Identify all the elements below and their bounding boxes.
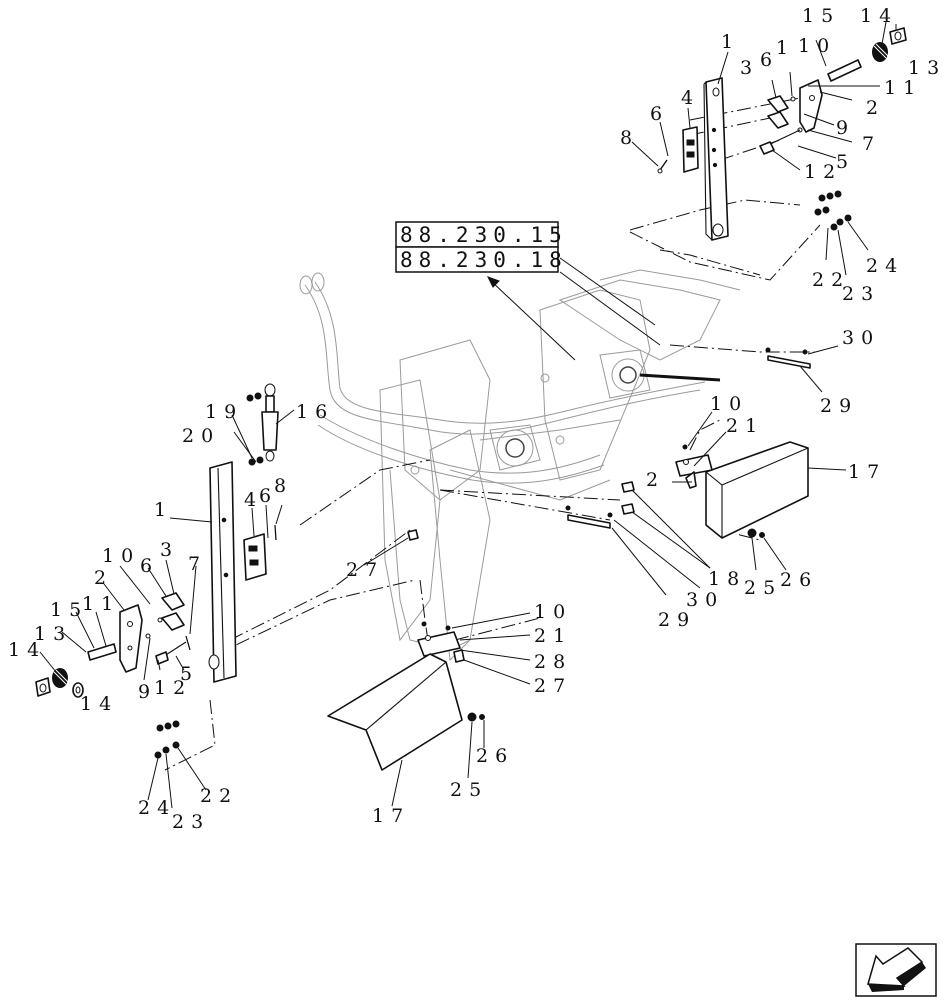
callout-4-left: 4: [244, 489, 263, 511]
rod-29-right: [767, 355, 811, 369]
reference-text-2: 88.230.18: [400, 248, 568, 272]
callout-6b-left: 6: [140, 555, 159, 577]
callout-30-right: 30: [842, 327, 880, 349]
callout-25-bottom: 25: [450, 779, 488, 801]
callout-13-left: 13: [34, 623, 72, 645]
callout-22-left: 22: [200, 785, 238, 807]
callout-27-center: 27: [346, 559, 384, 581]
callout-3-left: 3: [160, 539, 179, 561]
callout-6: 6: [760, 49, 779, 71]
callout-22: 22: [812, 269, 850, 291]
callout-17-right: 17: [848, 461, 886, 483]
callout-15: 15: [802, 5, 840, 27]
callout-7-left: 7: [188, 553, 207, 575]
callout-4: 4: [681, 87, 700, 109]
callout-3: 3: [740, 57, 759, 79]
right-cover-assembly: [621, 347, 811, 539]
callout-20: 20: [182, 425, 220, 447]
callout-28-bottom: 28: [534, 651, 572, 673]
callout-26-bottom: 26: [476, 745, 514, 767]
callout-27-bottom: 27: [534, 675, 572, 697]
callout-14: 14: [860, 5, 898, 27]
callout-26-right: 26: [780, 569, 818, 591]
callout-5-left: 5: [180, 663, 199, 685]
center-rod-assembly: [407, 505, 613, 541]
callout-17-bottom: 17: [372, 805, 410, 827]
callout-10-left: 10: [102, 545, 140, 567]
cover-17-right: [705, 441, 809, 539]
cover-17-bottom: [327, 653, 463, 771]
callout-14b-left: 14: [80, 693, 118, 715]
reference-arrowhead: [486, 276, 500, 288]
callout-7: 7: [862, 133, 881, 155]
reference-box-group: 88.230.15 88.230.18: [395, 221, 661, 361]
callout-5: 5: [836, 151, 855, 173]
plate-4-top: [682, 126, 699, 173]
callout-11-left: 11: [82, 593, 120, 615]
callout-23: 23: [842, 283, 880, 305]
callout-19: 19: [205, 401, 243, 423]
callout-6b: 6: [650, 103, 669, 125]
background-frame-assembly: [299, 269, 741, 662]
spring-13-top: [872, 42, 889, 62]
reference-box-1[interactable]: [395, 221, 559, 248]
callout-24: 24: [866, 255, 904, 277]
callout-10: 10: [798, 35, 836, 57]
latch-2-top: [799, 79, 823, 133]
gas-strut-16: [246, 383, 279, 466]
callout-2: 2: [866, 97, 885, 119]
latch-2-left: [119, 604, 143, 673]
callout-1-alt: 1: [776, 37, 795, 59]
callout-15-left: 15: [50, 599, 88, 621]
callout-29-right: 29: [820, 395, 858, 417]
callout-labels: 1 15 14 10 13 3 6 1 11 4 2 6 9 8 7 5 12 …: [8, 5, 944, 833]
callout-9-left: 9: [138, 681, 157, 703]
callout-24-left: 24: [138, 797, 176, 819]
callout-30-center: 30: [686, 589, 724, 611]
callout-13: 13: [908, 57, 944, 79]
callout-6-left: 6: [259, 485, 278, 507]
callout-9: 9: [836, 117, 855, 139]
pin-11-left: [87, 643, 117, 661]
leader-lines: [39, 21, 897, 809]
bottom-cover-assembly: [327, 621, 485, 771]
reference-arrow: [489, 279, 576, 361]
latch-assembly-top-right: [657, 27, 907, 241]
callout-2-left: 2: [94, 567, 113, 589]
callout-1: 1: [721, 31, 740, 53]
upright-bar-1-left: [209, 461, 237, 683]
callout-1-left: 1: [154, 499, 173, 521]
callout-10-right: 10: [710, 393, 748, 415]
callout-21-right: 21: [726, 415, 764, 437]
callout-8: 8: [620, 127, 639, 149]
arrow-down-left-icon[interactable]: [855, 943, 937, 997]
callout-8-left: 8: [274, 475, 293, 497]
callout-21-bottom: 21: [534, 625, 572, 647]
callout-12-left: 12: [154, 677, 192, 699]
callout-16: 16: [296, 401, 334, 423]
callout-12: 12: [804, 161, 842, 183]
callout-23-left: 23: [172, 811, 210, 833]
callout-29-center: 29: [658, 609, 696, 631]
spring-13-left: [52, 668, 69, 688]
callout-10-bottom: 10: [534, 601, 572, 623]
latch-assembly-left: [35, 383, 279, 759]
callout-18: 18: [708, 568, 746, 590]
reference-box-2[interactable]: [395, 246, 559, 273]
plate-4-left: [243, 533, 267, 581]
callout-11: 11: [884, 77, 922, 99]
callout-25-right: 25: [744, 577, 782, 599]
callout-2-right: 2: [646, 469, 665, 491]
upright-bar-1: [705, 77, 729, 241]
rod-29-center: [567, 514, 611, 529]
callout-14a-left: 14: [8, 639, 46, 661]
reference-text-1: 88.230.15: [400, 223, 568, 247]
